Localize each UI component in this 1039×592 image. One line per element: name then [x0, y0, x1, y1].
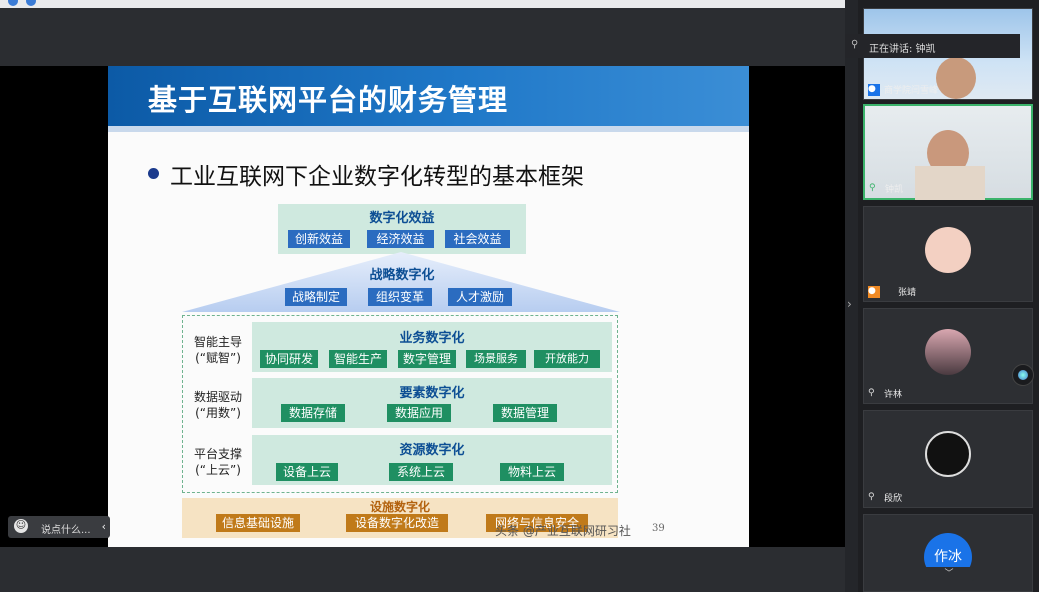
bullet-icon — [148, 168, 159, 179]
mic-icon: ⚲ — [851, 39, 859, 50]
mic-icon: ⚲ — [868, 492, 875, 502]
avatar — [925, 431, 971, 477]
resource-item: 物料上云 — [500, 463, 564, 481]
core-layer-group — [182, 315, 618, 493]
participant-name: 段欣 — [884, 494, 903, 504]
business-item: 数字管理 — [398, 350, 456, 368]
business-item: 智能生产 — [329, 350, 387, 368]
user-icon: ● — [868, 84, 880, 96]
element-item: 数据管理 — [493, 404, 557, 422]
avatar — [925, 329, 971, 375]
resource-item: 设备上云 — [276, 463, 338, 481]
participant-name: 许林 — [884, 390, 903, 400]
window-top-bar — [0, 0, 858, 8]
participant-video — [936, 57, 976, 99]
participant-tile[interactable]: ⚲ 许林 — [863, 308, 1033, 404]
participant-name: 商学院闫雪峰 — [884, 86, 939, 96]
strategy-item: 组织变革 — [368, 288, 432, 306]
presentation-slide: 基于互联网平台的财务管理 工业互联网下企业数字化转型的基本框架 数字化效益 创新… — [108, 66, 749, 547]
benefit-item: 经济效益 — [367, 230, 434, 248]
strategy-title: 战略数字化 — [369, 268, 435, 283]
user-icon: ● — [868, 286, 880, 298]
strategy-item: 战略制定 — [285, 288, 347, 306]
strategy-item: 人才激励 — [448, 288, 512, 306]
participant-body — [915, 166, 985, 200]
slide-header-underline — [108, 126, 749, 132]
window-control-icon[interactable] — [26, 0, 36, 6]
row-side-label: 智能主导(“赋智”) — [193, 335, 242, 365]
resource-item: 系统上云 — [389, 463, 453, 481]
avatar — [925, 227, 971, 273]
facility-item: 信息基础设施 — [216, 514, 300, 532]
benefit-item: 社会效益 — [445, 230, 510, 248]
chevron-right-icon[interactable]: › — [847, 297, 852, 311]
benefit-title: 数字化效益 — [369, 211, 435, 226]
window-control-icon[interactable] — [8, 0, 18, 6]
row-side-label: 平台支撑(“上云”) — [193, 447, 242, 477]
sidebar-collapse-handle[interactable]: › — [845, 0, 858, 592]
facility-title: 设施数字化 — [369, 500, 430, 514]
chevron-left-icon[interactable]: ‹ — [101, 520, 106, 533]
facility-item: 设备数字化改造 — [346, 514, 448, 532]
business-item: 场景服务 — [466, 350, 526, 368]
resource-title: 资源数字化 — [399, 443, 465, 458]
assistant-orb-icon[interactable] — [1012, 364, 1034, 386]
slide-bullet: 工业互联网下企业数字化转型的基本框架 — [170, 164, 584, 190]
participant-name: 钟凯 — [885, 185, 904, 195]
scroll-down-button[interactable]: ﹀ — [924, 567, 974, 581]
chat-input-bar[interactable]: ☺ 说点什么... ‹ — [8, 516, 110, 538]
element-item: 数据存储 — [281, 404, 345, 422]
speaking-indicator: ⚲ 正在讲话: 钟凯 — [845, 34, 1020, 58]
slide-header: 基于互联网平台的财务管理 — [108, 66, 749, 126]
business-title: 业务数字化 — [399, 331, 465, 346]
element-item: 数据应用 — [387, 404, 451, 422]
row-side-label: 数据驱动(“用数”) — [193, 390, 242, 420]
participant-tile[interactable]: ⚲ 段欣 — [863, 410, 1033, 508]
business-item: 协同研发 — [260, 350, 318, 368]
participant-tile[interactable]: ● 张靖 — [863, 206, 1033, 302]
stage-bottom — [0, 547, 858, 592]
emoji-icon[interactable]: ☺ — [14, 519, 28, 533]
speaking-label: 正在讲话: 钟凯 — [869, 44, 936, 55]
benefit-item: 创新效益 — [288, 230, 350, 248]
mic-icon: ⚲ — [869, 183, 876, 193]
participant-name: 张靖 — [898, 288, 917, 298]
participant-tile-active[interactable]: ⚲ 钟凯 — [863, 104, 1033, 200]
facility-item: 网络与信息安全 — [486, 514, 588, 532]
slide-page-number: 39 — [652, 523, 665, 534]
element-title: 要素数字化 — [399, 386, 465, 401]
watermark-text: 头条 @产业互联网研习社 — [495, 524, 631, 538]
mic-icon: ⚲ — [868, 388, 875, 398]
chat-placeholder[interactable]: 说点什么... — [41, 525, 91, 536]
business-item: 开放能力 — [534, 350, 600, 368]
slide-title: 基于互联网平台的财务管理 — [148, 83, 509, 117]
